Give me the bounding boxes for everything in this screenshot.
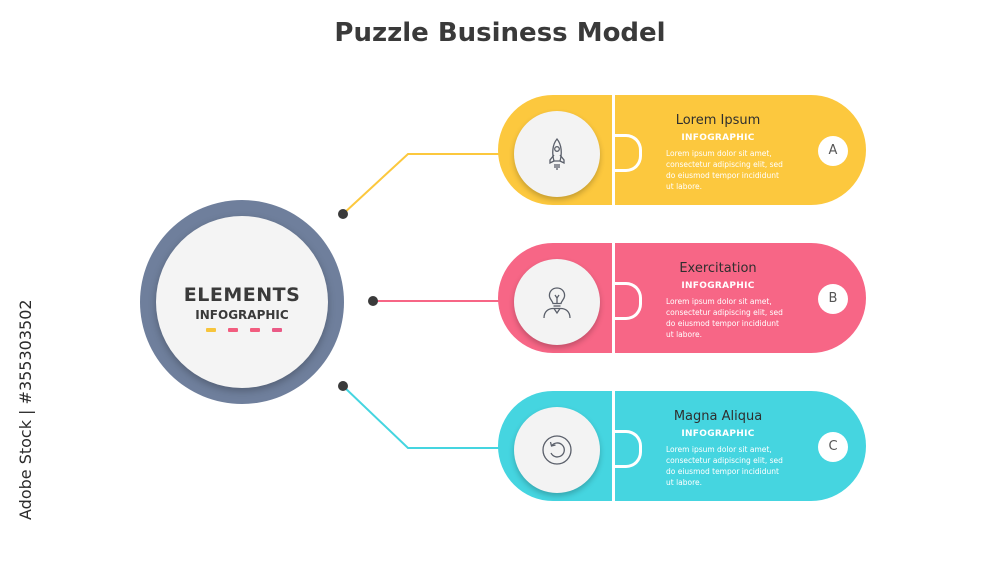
card-c-subtitle: INFOGRAPHIC bbox=[681, 429, 755, 439]
puzzle-knob bbox=[613, 134, 642, 172]
card-b-subtitle: INFOGRAPHIC bbox=[681, 281, 755, 291]
hub-dot bbox=[272, 328, 282, 332]
hub-circle: ELEMENTS INFOGRAPHIC bbox=[156, 216, 328, 388]
hub-dot bbox=[250, 328, 260, 332]
hub-dot bbox=[206, 328, 216, 332]
card-b: Exercitation INFOGRAPHIC Lorem ipsum dol… bbox=[498, 243, 866, 353]
card-b-badge: B bbox=[818, 284, 848, 314]
icon-circle bbox=[514, 111, 600, 197]
card-b-title: Exercitation bbox=[679, 261, 757, 276]
puzzle-knob bbox=[613, 430, 642, 468]
puzzle-knob bbox=[613, 282, 642, 320]
card-a: Lorem Ipsum INFOGRAPHIC Lorem ipsum dolo… bbox=[498, 95, 866, 205]
connector-dot-a bbox=[338, 209, 348, 219]
card-c: Magna Aliqua INFOGRAPHIC Lorem ipsum dol… bbox=[498, 391, 866, 501]
hub-color-dots bbox=[206, 328, 286, 332]
card-a-badge: A bbox=[818, 136, 848, 166]
connector-dot-c bbox=[338, 381, 348, 391]
icon-circle bbox=[514, 259, 600, 345]
refresh-icon bbox=[542, 435, 572, 465]
card-a-title: Lorem Ipsum bbox=[675, 113, 761, 128]
page-title: Puzzle Business Model bbox=[334, 18, 666, 48]
card-c-body: Lorem ipsum dolor sit amet, consectetur … bbox=[666, 445, 783, 487]
card-c-badge: C bbox=[818, 432, 848, 462]
icon-circle bbox=[514, 407, 600, 493]
card-b-body: Lorem ipsum dolor sit amet, consectetur … bbox=[666, 297, 783, 339]
connector-line-a bbox=[342, 153, 500, 215]
hub-subtitle: INFOGRAPHIC bbox=[195, 308, 289, 322]
hub-dot bbox=[228, 328, 238, 332]
connector-line-c bbox=[342, 385, 500, 449]
card-a-body: Lorem ipsum dolor sit amet, consectetur … bbox=[666, 149, 783, 191]
hub-title: ELEMENTS bbox=[183, 284, 301, 306]
puzzle-divider bbox=[612, 95, 615, 205]
card-a-subtitle: INFOGRAPHIC bbox=[681, 133, 755, 143]
puzzle-divider bbox=[612, 391, 615, 501]
idea-person-icon bbox=[543, 287, 571, 319]
rocket-icon bbox=[549, 137, 565, 170]
puzzle-divider bbox=[612, 243, 615, 353]
card-c-title: Magna Aliqua bbox=[673, 409, 763, 424]
connector-dot-b bbox=[368, 296, 378, 306]
